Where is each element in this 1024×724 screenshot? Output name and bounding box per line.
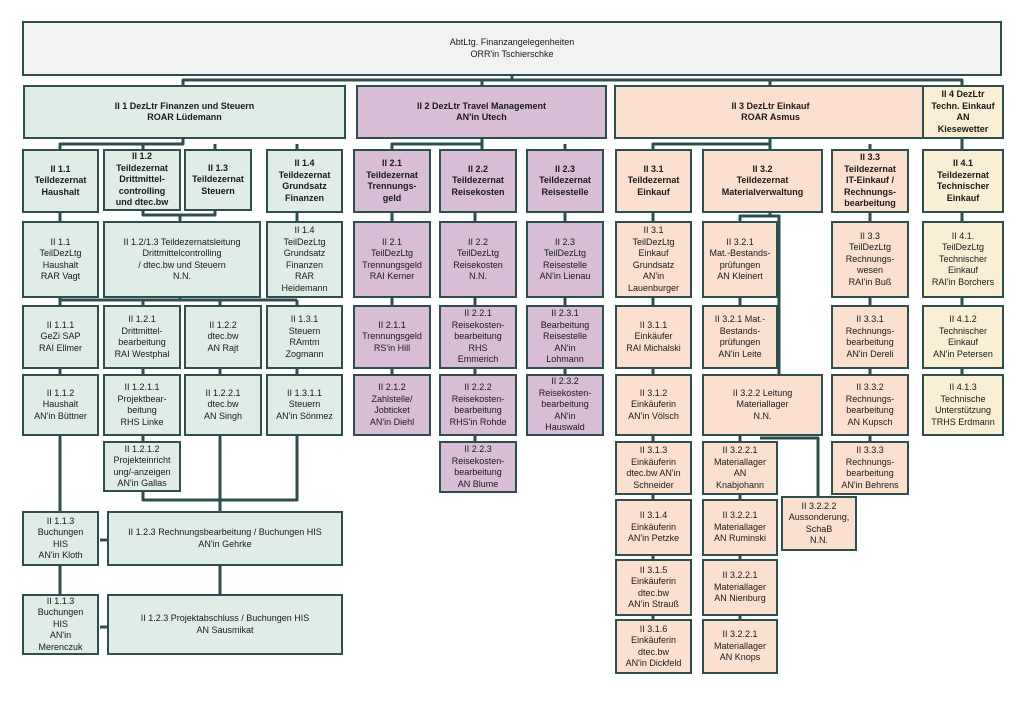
node-ii3-2-2: II 3.2.2 Leitung Materiallager N.N. — [702, 374, 823, 436]
node-ii4-1-2: II 4.1.2 Technischer Einkauf AN'in Peter… — [922, 305, 1004, 369]
node-ii2-1-lead: II 2.1 TeilDezLtg Trennungsgeld RAI Kern… — [353, 221, 431, 298]
node-ii3-1: II 3.1 Teildezernat Einkauf — [615, 149, 692, 213]
node-ii1-2-2-1: II 1.2.2.1 dtec.bw AN Singh — [184, 374, 262, 436]
node-ii2-2-3: II 2.2.3 Reisekosten- bearbeitung AN Blu… — [439, 441, 517, 493]
node-ii1-2-1-2: II 1.2.1.2 Projekteinricht ung/-anzeigen… — [103, 441, 181, 492]
node-ii3-2-2-2: II 3.2.2.2 Aussonderung, SchaB N.N. — [781, 496, 857, 551]
node-ii2-2: II 2.2 Teildezernat Reisekosten — [439, 149, 517, 213]
node-ii4-1-3: II 4.1.3 Technische Unterstützung TRHS E… — [922, 374, 1004, 436]
node-ii3-1-3: II 3.1.3 Einkäuferin dtec.bw AN'in Schne… — [615, 441, 692, 495]
node-ii1-1-1: II 1.1.1 GeZi SAP RAI Ellmer — [22, 305, 99, 369]
dept-ii4: II 4 DezLtr Techn. Einkauf AN Kiesewette… — [922, 85, 1004, 139]
node-ii3-3: II 3.3 Teildezernat IT-Einkauf / Rechnun… — [831, 149, 909, 213]
node-ii1-2-1: II 1.2.1 Drittmittel- bearbeitung RAI We… — [103, 305, 181, 369]
node-ii3-2: II 3.2 Teildezernat Materialverwaltung — [702, 149, 823, 213]
node-ii2-3-2: II 2.3.2 Reisekosten- bearbeitung AN'in … — [526, 374, 604, 436]
node-ii4-1: II 4.1 Teildezernat Technischer Einkauf — [922, 149, 1004, 213]
node-ii3-3-lead: II 3.3 TeilDezLtg Rechnungs- wesen RAI'i… — [831, 221, 909, 298]
head-of-department: AbtLtg. Finanzangelegenheiten ORR'in Tsc… — [22, 21, 1002, 76]
node-ii2-2-1: II 2.2.1 Reisekosten- bearbeitung RHS Em… — [439, 305, 517, 369]
node-ii3-2-2-1-knabjohann: II 3.2.2.1 Materiallager AN Knabjohann — [702, 441, 778, 495]
node-ii1-2-3-lead: II 1.2/1.3 Teildezernatsleitung Drittmit… — [103, 221, 261, 298]
node-ii2-1-2: II 2.1.2 Zahlstelle/ Jobticket AN'in Die… — [353, 374, 431, 436]
node-ii3-2-1-kleinert: II 3.2.1 Mat.-Bestands- prüfungen AN Kle… — [702, 221, 778, 298]
node-ii3-2-2-1-ruminski: II 3.2.2.1 Materiallager AN Ruminski — [702, 499, 778, 556]
node-ii1-2: II 1.2 Teildezernat Drittmittel- control… — [103, 149, 181, 211]
node-ii1-3-1-1: II 1.3.1.1 Steuern AN'in Sönmez — [266, 374, 343, 436]
node-ii2-1: II 2.1 Teildezernat Trennungs- geld — [353, 149, 431, 213]
node-ii1-2-1-1: II 1.2.1.1 Projektbear- beitung RHS Link… — [103, 374, 181, 436]
node-ii2-3-lead: II 2.3 TeilDezLtg Reisestelle AN'in Lien… — [526, 221, 604, 298]
node-ii1-4-lead: II 1.4 TeilDezLtg Grundsatz Finanzen RAR… — [266, 221, 343, 298]
node-ii3-1-lead: II 3.1 TeilDezLtg Einkauf Grundsatz AN'i… — [615, 221, 692, 298]
node-ii3-1-5: II 3.1.5 Einkäuferin dtec.bw AN'in Strau… — [615, 559, 692, 616]
node-ii1-1-3-kloth: II 1.1.3 Buchungen HIS AN'in Kloth — [22, 511, 99, 566]
node-ii3-2-2-1-knops: II 3.2.2.1 Materiallager AN Knops — [702, 619, 778, 674]
node-ii3-1-4: II 3.1.4 Einkäuferin AN'in Petzke — [615, 499, 692, 556]
node-ii1-2-3-gehrke: II 1.2.3 Rechnungsbearbeitung / Buchunge… — [107, 511, 343, 566]
node-ii2-2-lead: II 2.2 TeilDezLtg Reisekosten N.N. — [439, 221, 517, 298]
node-ii4-1-lead: II 4.1. TeilDezLtg Technischer Einkauf R… — [922, 221, 1004, 298]
node-ii3-1-6: II 3.1.6 Einkäuferin dtec.bw AN'in Dickf… — [615, 619, 692, 674]
node-ii3-2-1-leite: II 3.2.1 Mat.- Bestands- prüfungen AN'in… — [702, 305, 778, 369]
node-ii1-1-lead: II 1.1 TeilDezLtg Haushalt RAR Vagt — [22, 221, 99, 298]
node-ii2-3-1: II 2.3.1 Bearbeitung Reisestelle AN'in L… — [526, 305, 604, 369]
node-ii1-1-3-merenczuk: II 1.1.3 Buchungen HIS AN'in Merenczuk — [22, 594, 99, 655]
node-ii3-3-3: II 3.3.3 Rechnungs- bearbeitung AN'in Be… — [831, 441, 909, 495]
node-ii2-2-2: II 2.2.2 Reisekosten- bearbeitung RHS'in… — [439, 374, 517, 436]
node-ii3-1-1: II 3.1.1 Einkäufer RAI Michalski — [615, 305, 692, 369]
node-ii1-2-3-sausmikat: II 1.2.3 Projektabschluss / Buchungen HI… — [107, 594, 343, 655]
dept-ii3: II 3 DezLtr Einkauf ROAR Asmus — [614, 85, 927, 139]
node-ii1-2-2: II 1.2.2 dtec.bw AN Rajt — [184, 305, 262, 369]
node-ii3-2-2-1-nienburg: II 3.2.2.1 Materiallager AN Nienburg — [702, 559, 778, 616]
node-ii1-3-1: II 1.3.1 Steuern RAmtm Zogmann — [266, 305, 343, 369]
dept-ii1: II 1 DezLtr Finanzen und Steuern ROAR Lü… — [23, 85, 346, 139]
node-ii3-3-1: II 3.3.1 Rechnungs- bearbeitung AN'in De… — [831, 305, 909, 369]
node-ii1-1: II 1.1 Teildezernat Haushalt — [22, 149, 99, 213]
node-ii3-1-2: II 3.1.2 Einkäuferin AN'in Völsch — [615, 374, 692, 436]
node-ii1-4: II 1.4 Teildezernat Grundsatz Finanzen — [266, 149, 343, 213]
dept-ii2: II 2 DezLtr Travel Management AN'in Utec… — [356, 85, 607, 139]
node-ii1-1-2: II 1.1.2 Haushalt AN'in Büttner — [22, 374, 99, 436]
node-ii3-3-2: II 3.3.2 Rechnungs- bearbeitung AN Kupsc… — [831, 374, 909, 436]
node-ii2-3: II 2.3 Teildezernat Reisestelle — [526, 149, 604, 213]
node-ii1-3: II 1.3 Teildezernat Steuern — [184, 149, 252, 211]
node-ii2-1-1: II 2.1.1 Trennungsgeld RS'in Hill — [353, 305, 431, 369]
